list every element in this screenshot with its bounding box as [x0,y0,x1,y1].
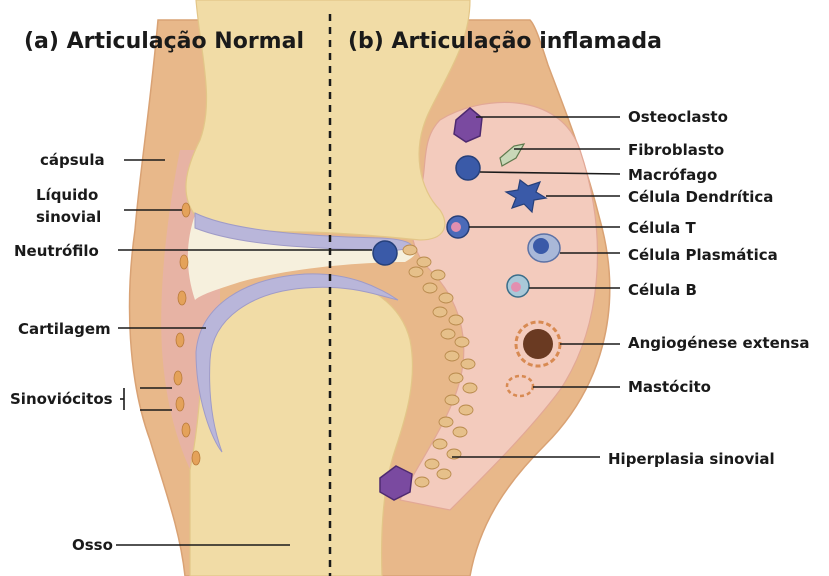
label-hiperplasia: Hiperplasia sinovial [608,450,775,468]
neutrophil-cell [373,241,397,265]
mast-cell [507,376,533,396]
label-fibroblasto: Fibroblasto [628,141,724,159]
label-sinoviocitos: Sinoviócitos [10,390,113,408]
label-angiogenese: Angiogénese extensa [628,334,809,352]
title-normal: (a) Articulação Normal [24,29,304,54]
label-osso: Osso [72,536,113,554]
t-cell [447,216,469,238]
plasma-cell [528,234,560,262]
label-macrofago: Macrófago [628,166,717,184]
label-osteoclasto: Osteoclasto [628,108,728,126]
label-cartilagem: Cartilagem [18,320,111,338]
title-inflamed: (b) Articulação inflamada [348,29,662,54]
label-liquido-2: sinovial [36,208,101,226]
label-mastocito: Mastócito [628,378,711,396]
label-celula-t: Célula T [628,219,696,237]
label-celula-dendritica: Célula Dendrítica [628,188,773,206]
macrophage-cell [456,156,480,180]
label-capsula: cápsula [40,151,105,169]
label-celula-b: Célula B [628,281,697,299]
angiogenesis-vessel [516,322,560,366]
b-cell [507,275,529,297]
label-liquido-1: Líquido [36,186,98,204]
label-celula-plasmatica: Célula Plasmática [628,246,778,264]
label-neutrofilo: Neutrófilo [14,242,99,260]
